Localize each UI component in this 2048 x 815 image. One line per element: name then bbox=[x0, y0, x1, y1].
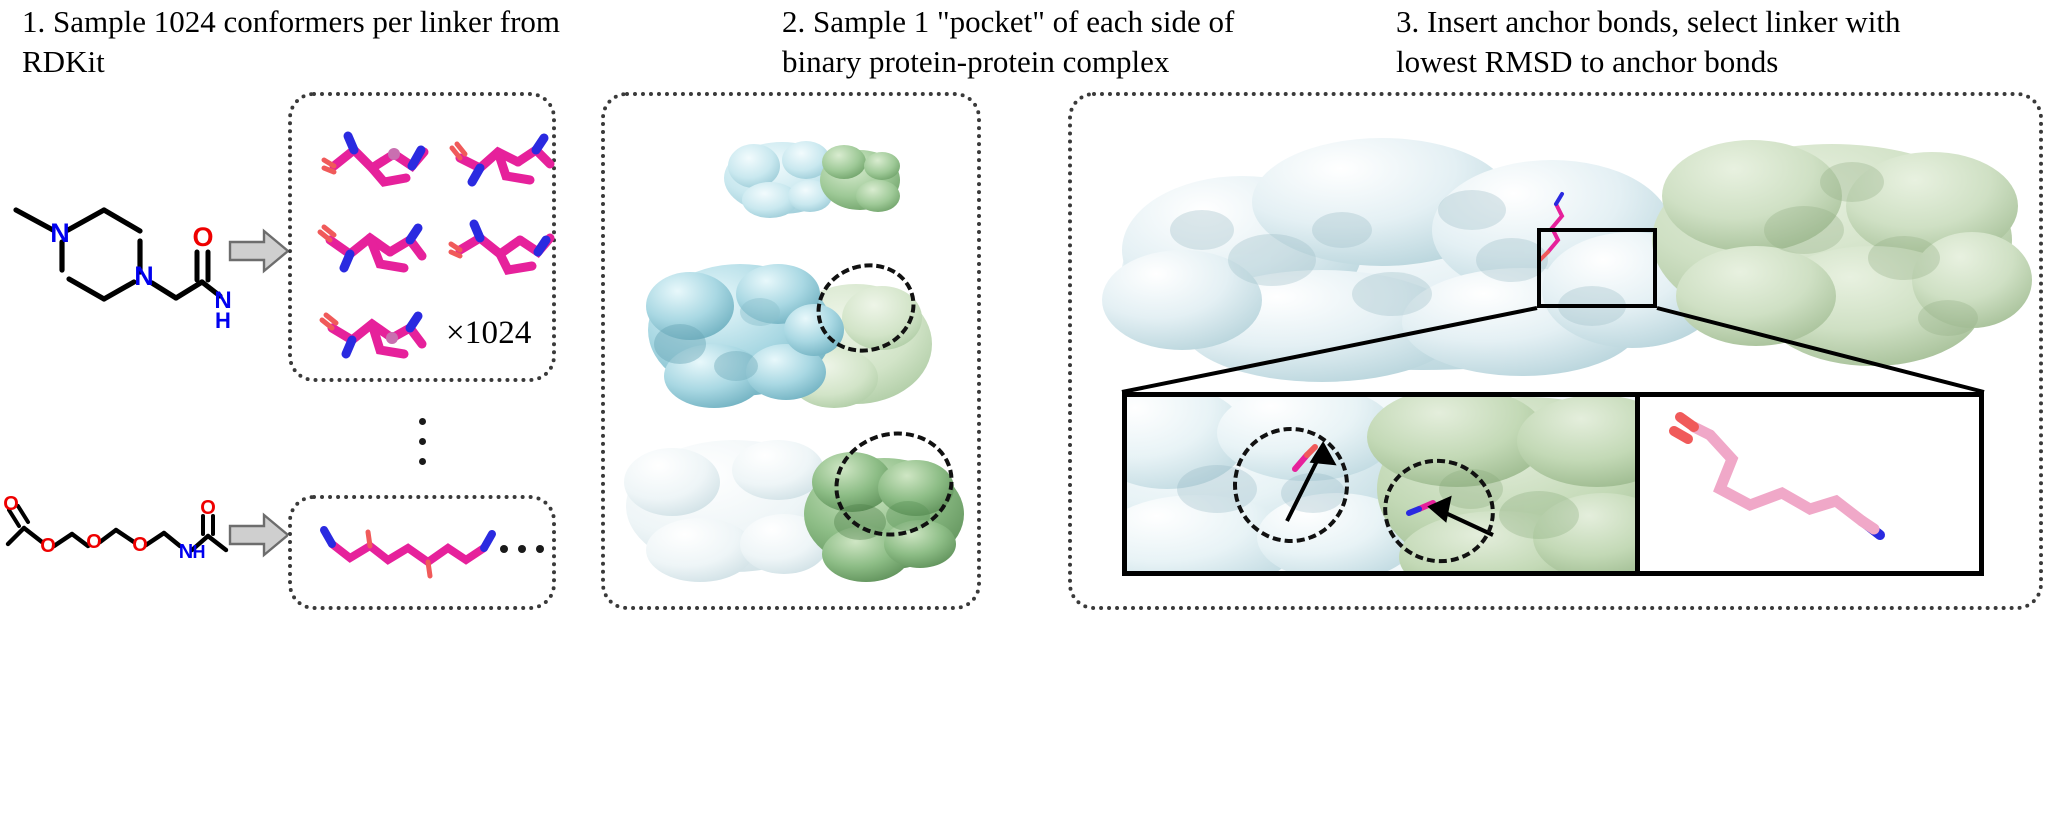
atom-label-H: H bbox=[215, 308, 231, 333]
horizontal-ellipsis bbox=[500, 540, 554, 553]
protein-render-pocket-lower bbox=[612, 418, 972, 596]
zoom-region-box bbox=[1537, 228, 1657, 308]
conformer-stick-4 bbox=[448, 216, 556, 280]
process-arrow-top bbox=[228, 228, 290, 274]
molecule-peg-diacetamide: O O O O N H O bbox=[2, 493, 242, 576]
atom-label-N3: N bbox=[214, 287, 231, 314]
process-arrow-bottom bbox=[228, 512, 290, 558]
panel-3-title: 3. Insert anchor bonds, select linker wi… bbox=[1396, 4, 1901, 80]
panel-2-title: 2. Sample 1 "pocket" of each side of bin… bbox=[782, 4, 1235, 80]
protein-complex-surface bbox=[1092, 110, 2032, 382]
peg-atom-O3: O bbox=[132, 534, 148, 556]
anchor-bond-pocket-view bbox=[1127, 397, 1635, 571]
conformer-box-top bbox=[288, 92, 556, 382]
protein-render-overview bbox=[710, 122, 930, 230]
zoom-projection-lines bbox=[1068, 300, 2043, 410]
conformer-stick-peg bbox=[318, 518, 498, 584]
atom-label-O: O bbox=[192, 222, 213, 252]
conformer-box-bottom bbox=[288, 495, 556, 610]
conformer-count-label: ×1024 bbox=[446, 315, 532, 351]
peg-atom-O-terminal-left: O bbox=[3, 493, 19, 515]
selected-linker-conformer bbox=[1640, 397, 1979, 571]
protein-render-pocket-upper bbox=[628, 248, 958, 416]
conformer-stick-1 bbox=[321, 128, 434, 194]
panel-1-title: 1. Sample 1024 conformers per linker fro… bbox=[22, 4, 561, 80]
inset-divider bbox=[1635, 397, 1640, 571]
atom-label-N2: N bbox=[134, 261, 154, 291]
zoom-inset-row bbox=[1122, 392, 1984, 576]
conformer-stick-2 bbox=[449, 128, 556, 192]
molecule-piperazine-acetamide: N N O N H bbox=[6, 186, 238, 333]
peg-atom-O1: O bbox=[40, 535, 56, 557]
peg-atom-N: N bbox=[179, 541, 193, 563]
peg-atom-O-terminal-right: O bbox=[200, 497, 216, 519]
conformer-stick-5 bbox=[319, 306, 430, 368]
atom-label-N1: N bbox=[50, 218, 70, 248]
peg-atom-O2: O bbox=[86, 531, 102, 553]
peg-atom-H: H bbox=[193, 542, 206, 562]
conformer-stick-3 bbox=[317, 216, 430, 280]
vertical-ellipsis bbox=[415, 418, 429, 476]
